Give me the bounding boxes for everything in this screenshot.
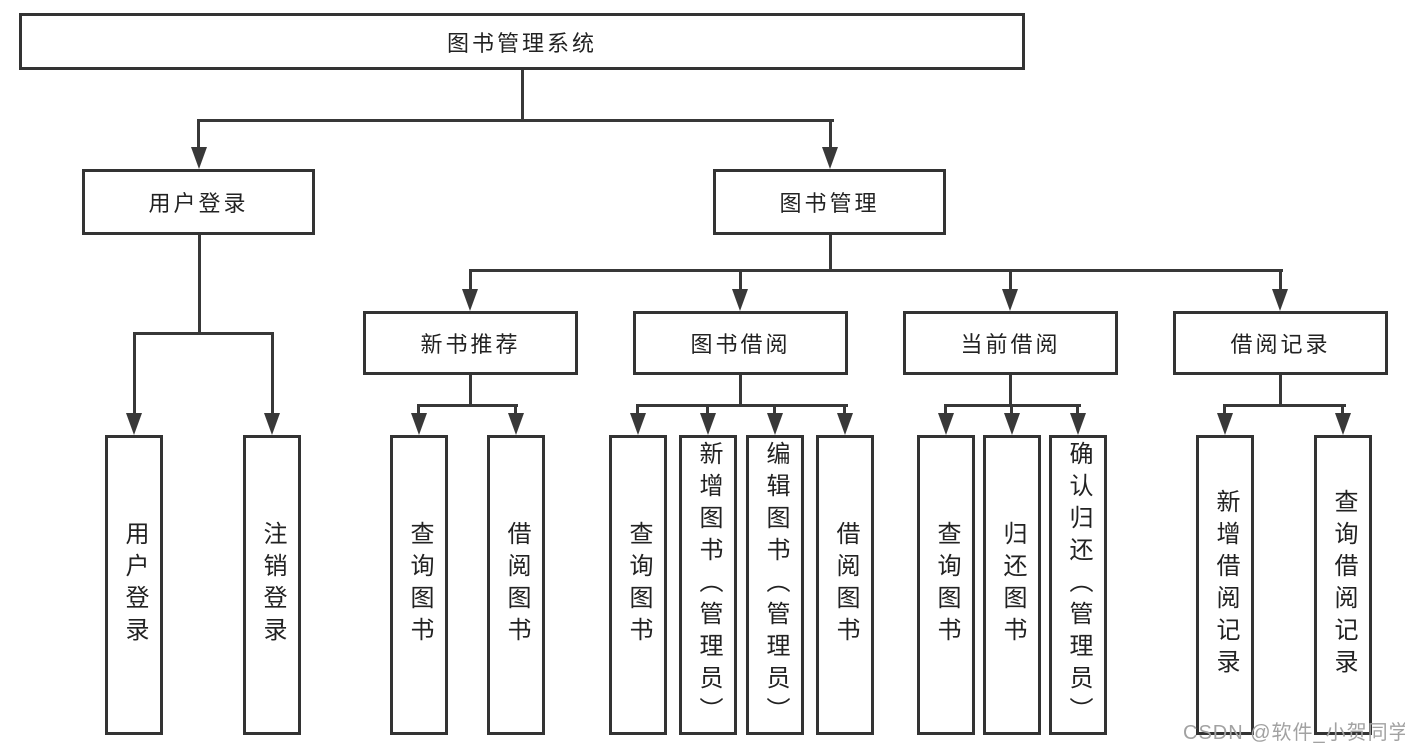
connector-segment: [133, 332, 274, 335]
leaf-logout: 注销登录: [243, 435, 301, 735]
connector-segment: [739, 269, 742, 291]
connector-arrow: [1070, 413, 1086, 435]
connector-arrow: [767, 413, 783, 435]
connector-segment: [636, 404, 848, 407]
connector-segment: [521, 70, 524, 120]
leaf-label: 确认归还（管理员）: [1065, 441, 1092, 729]
connector-segment: [829, 235, 832, 271]
leaf-query-books-2: 查询图书: [609, 435, 667, 735]
node-user-login: 用户登录: [82, 169, 315, 235]
csdn-watermark: CSDN @软件_小贺同学: [1183, 722, 1405, 744]
leaf-label: 注销登录: [259, 521, 286, 649]
leaf-add-borrow-record: 新增借阅记录: [1196, 435, 1254, 735]
connector-segment: [1009, 375, 1012, 406]
leaf-label: 编辑图书（管理员）: [762, 441, 789, 729]
connector-arrow: [508, 413, 524, 435]
connector-segment: [197, 119, 834, 122]
leaf-label: 查询借阅记录: [1330, 489, 1357, 681]
connector-segment: [829, 119, 832, 150]
connector-segment: [944, 404, 947, 415]
leaf-label: 查询图书: [625, 521, 652, 649]
connector-arrow: [700, 413, 716, 435]
leaf-label: 归还图书: [999, 521, 1026, 649]
connector-arrow: [411, 413, 427, 435]
leaf-query-books-1: 查询图书: [390, 435, 448, 735]
leaf-borrow-books-2: 借阅图书: [816, 435, 874, 735]
connector-segment: [1009, 269, 1012, 291]
leaf-label: 用户登录: [121, 521, 148, 649]
connector-segment: [514, 404, 517, 415]
node-book-management: 图书管理: [713, 169, 946, 235]
connector-arrow: [1217, 413, 1233, 435]
connector-arrow: [732, 289, 748, 311]
connector-segment: [197, 119, 200, 150]
connector-segment: [1223, 404, 1346, 407]
connector-arrow: [1002, 289, 1018, 311]
leaf-borrow-books-1: 借阅图书: [487, 435, 545, 735]
connector-segment: [1279, 269, 1282, 291]
connector-segment: [636, 404, 639, 415]
connector-segment: [773, 404, 776, 415]
connector-segment: [133, 332, 136, 415]
connector-arrow: [191, 147, 207, 169]
connector-segment: [469, 269, 472, 291]
leaf-label: 查询图书: [933, 521, 960, 649]
leaf-confirm-return-admin: 确认归还（管理员）: [1049, 435, 1107, 735]
connector-segment: [417, 404, 420, 415]
leaf-edit-books-admin: 编辑图书（管理员）: [746, 435, 804, 735]
connector-segment: [706, 404, 709, 415]
connector-arrow: [1272, 289, 1288, 311]
leaf-label: 新增借阅记录: [1212, 489, 1239, 681]
connector-segment: [843, 404, 846, 415]
leaf-label: 查询图书: [406, 521, 433, 649]
connector-arrow: [126, 413, 142, 435]
connector-segment: [1341, 404, 1344, 415]
connector-arrow: [264, 413, 280, 435]
leaf-label: 新增图书（管理员）: [695, 441, 722, 729]
connector-arrow: [1335, 413, 1351, 435]
leaf-query-books-3: 查询图书: [917, 435, 975, 735]
connector-segment: [469, 375, 472, 406]
node-new-book-recommend: 新书推荐: [363, 311, 578, 375]
connector-segment: [198, 235, 201, 334]
node-current-borrow: 当前借阅: [903, 311, 1118, 375]
connector-segment: [1279, 375, 1282, 406]
connector-arrow: [938, 413, 954, 435]
node-borrow-records: 借阅记录: [1173, 311, 1388, 375]
leaf-return-books: 归还图书: [983, 435, 1041, 735]
leaf-label: 借阅图书: [832, 521, 859, 649]
connector-segment: [1076, 404, 1079, 415]
connector-segment: [1223, 404, 1226, 415]
connector-segment: [271, 332, 274, 415]
connector-arrow: [462, 289, 478, 311]
leaf-add-books-admin: 新增图书（管理员）: [679, 435, 737, 735]
leaf-label: 借阅图书: [503, 521, 530, 649]
connector-segment: [417, 404, 518, 407]
leaf-user-login: 用户登录: [105, 435, 163, 735]
node-root: 图书管理系统: [19, 13, 1025, 70]
connector-segment: [1010, 404, 1013, 415]
connector-arrow: [837, 413, 853, 435]
connector-arrow: [822, 147, 838, 169]
connector-segment: [739, 375, 742, 406]
node-book-borrow: 图书借阅: [633, 311, 848, 375]
connector-arrow: [1004, 413, 1020, 435]
connector-segment: [469, 269, 1283, 272]
leaf-query-borrow-record: 查询借阅记录: [1314, 435, 1372, 735]
connector-arrow: [630, 413, 646, 435]
